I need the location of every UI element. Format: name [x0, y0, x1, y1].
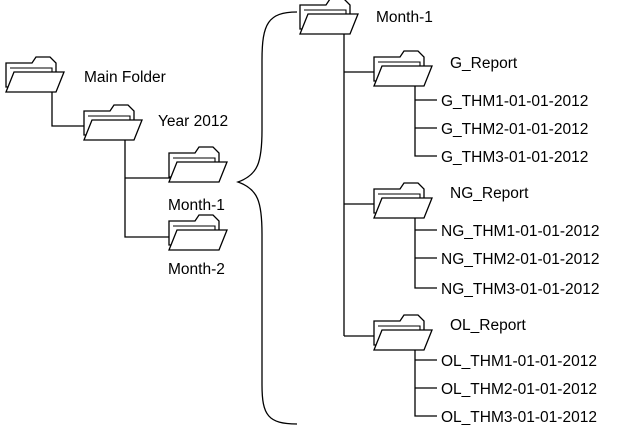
ol-report-label: OL_Report [450, 317, 527, 334]
ng-file-2: NG_THM2-01-01-2012 [441, 251, 600, 268]
left-connectors [51, 92, 173, 238]
expanded-month-label: Month-1 [376, 9, 433, 26]
main-folder-label: Main Folder [84, 69, 166, 86]
month-2-label: Month-2 [168, 261, 225, 278]
g-file-1: G_THM1-01-01-2012 [441, 93, 588, 110]
month-1-label: Month-1 [168, 197, 225, 214]
right-connectors [343, 26, 437, 417]
main-folder-icon [5, 56, 65, 93]
g-file-3: G_THM3-01-01-2012 [441, 149, 588, 166]
month-1-folder-icon [168, 146, 228, 183]
ng-file-1: NG_THM1-01-01-2012 [441, 223, 600, 240]
month-1-expanded-folder-icon [299, 0, 359, 35]
year-label: Year 2012 [158, 113, 228, 130]
g-report-label: G_Report [450, 55, 518, 72]
month-2-folder-icon [168, 214, 228, 251]
ol-file-3: OL_THM3-01-01-2012 [441, 409, 597, 426]
ol-file-2: OL_THM2-01-01-2012 [441, 381, 597, 398]
ng-file-3: NG_THM3-01-01-2012 [441, 281, 600, 298]
ng-report-label: NG_Report [450, 185, 529, 202]
curly-brace [236, 11, 298, 425]
year-folder-icon [83, 104, 143, 141]
ng-report-folder-icon [373, 182, 433, 219]
g-report-folder-icon [373, 50, 433, 87]
g-file-2: G_THM2-01-01-2012 [441, 121, 588, 138]
ol-file-1: OL_THM1-01-01-2012 [441, 353, 597, 370]
ol-report-folder-icon [373, 314, 433, 351]
